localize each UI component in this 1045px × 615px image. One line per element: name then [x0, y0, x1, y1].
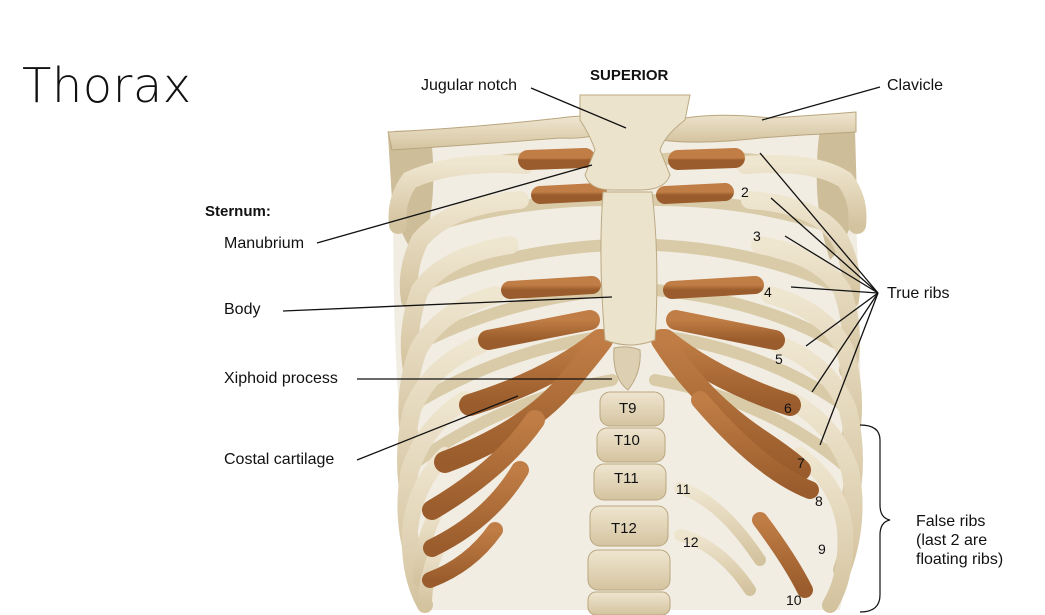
false-ribs-label: False ribs (last 2 are floating ribs)	[916, 513, 1004, 568]
vertebral-column	[587, 391, 671, 615]
costal-cartilage-label: Costal cartilage	[224, 451, 335, 468]
rib-number-3: 3	[753, 228, 761, 244]
true-ribs-label: True ribs	[887, 285, 950, 302]
anterior-ribs	[388, 155, 867, 613]
slide-title: Thorax	[22, 58, 192, 114]
rib-number-2: 2	[741, 184, 749, 200]
rib-number-4: 4	[764, 284, 772, 300]
sternum-heading: Sternum:	[205, 203, 271, 220]
rib-number-11: 11	[676, 481, 691, 497]
vertebra-t9: T9	[619, 400, 637, 417]
vertebra-t10: T10	[614, 432, 640, 449]
clavicles	[387, 111, 857, 151]
vertebra-t11: T11	[614, 470, 639, 487]
rib-number-7: 7	[797, 455, 805, 471]
vertebra-t12: T12	[611, 520, 637, 537]
manubrium-label: Manubrium	[224, 235, 305, 252]
superior-label: SUPERIOR	[590, 67, 669, 84]
xiphoid-process-label: Xiphoid process	[224, 370, 338, 387]
leader-lines	[282, 86, 881, 461]
sternum	[579, 94, 691, 391]
rib-number-10: 10	[786, 592, 802, 608]
body-label: Body	[224, 301, 261, 318]
false-ribs-bracket	[859, 424, 891, 613]
rib-number-9: 9	[818, 541, 826, 557]
jugular-notch-label: Jugular notch	[421, 77, 518, 94]
costal-cartilages	[422, 148, 819, 598]
rib-number-5: 5	[775, 351, 783, 367]
clavicle-label: Clavicle	[887, 77, 944, 94]
rib-number-12: 12	[683, 534, 699, 550]
rib-number-6: 6	[784, 400, 792, 416]
rib-number-8: 8	[815, 493, 823, 509]
